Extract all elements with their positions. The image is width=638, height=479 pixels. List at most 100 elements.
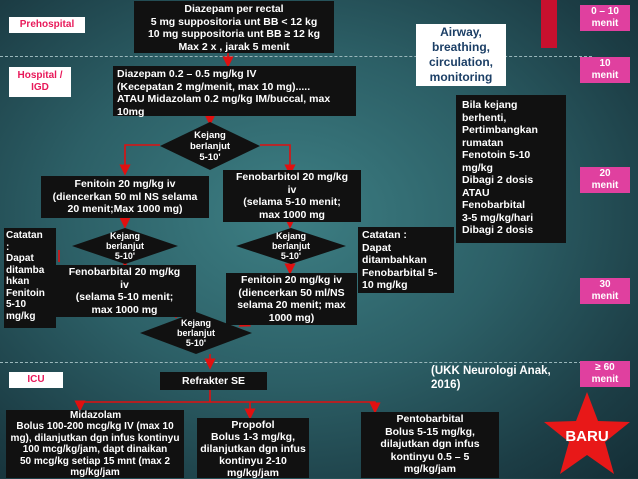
box-line: 5 mg suppositoria unt BB < 12 kg xyxy=(150,15,318,28)
box-line: kontinyu 0.5 – 5 xyxy=(390,450,470,463)
refrakter-se-box: Refrakter SE xyxy=(160,372,267,390)
box-line: ditamba xyxy=(6,264,45,276)
reference-line: 2016) xyxy=(431,379,461,391)
decision-line: 5-10' xyxy=(280,251,302,261)
box-line: Dibagi 2 dosis xyxy=(462,174,534,186)
box-line: Fenitoin 20 mg/kg iv xyxy=(74,178,176,190)
box-line: Pentobarbital xyxy=(396,413,464,425)
box-line: iv xyxy=(287,183,297,196)
maintenance-box: Bila kejang berhenti, Pertimbangkan ruma… xyxy=(456,95,566,243)
diazepam-rectal-box: Diazepam per rectal 5 mg suppositoria un… xyxy=(134,1,334,53)
box-line: hkan xyxy=(6,276,30,287)
decision-line: Kejang xyxy=(109,231,140,241)
box-line: 20 menit;Max 1000 mg) xyxy=(67,203,183,215)
decision-line: berlanjut xyxy=(271,241,310,251)
box-line: iv xyxy=(120,278,129,291)
box-line: (diencerkan 50 ml/NS xyxy=(238,286,345,299)
box-line: Midazolam xyxy=(70,410,122,421)
box-line: monitoring xyxy=(429,70,493,84)
box-line: circulation, xyxy=(428,55,493,69)
decision-kejang-4: Kejang berlanjut 5-10' xyxy=(140,312,252,354)
box-line: Fenobarbital 5- xyxy=(362,266,438,279)
box-line: Max 2 x , jarak 5 menit xyxy=(178,40,290,53)
box-line: breathing, xyxy=(431,40,490,54)
box-line: mg/kg/jam xyxy=(70,467,120,479)
decision-line: 5-10' xyxy=(114,251,136,261)
box-line: 5-10 xyxy=(6,299,27,310)
separator-line xyxy=(0,56,592,57)
baru-badge-text: BARU xyxy=(565,428,609,445)
label-hospital-line: Hospital / xyxy=(17,70,63,81)
baru-star-icon xyxy=(544,392,630,474)
time-value: ≥ 60 xyxy=(595,362,615,373)
decision-line: berlanjut xyxy=(105,241,144,251)
box-line: ATAU Midazolam 0.2 mg/kg IM/buccal, max xyxy=(117,93,331,105)
decision-kejang-3: Kejang berlanjut 5-10' xyxy=(236,228,346,264)
pentobarbital-box: Pentobarbital Bolus 5-15 mg/kg, dilajutk… xyxy=(361,412,499,478)
decision-line: 5-10' xyxy=(199,151,221,163)
box-line: 10mg xyxy=(117,105,145,118)
time-unit: menit xyxy=(591,18,619,29)
time-unit: menit xyxy=(591,180,619,191)
decision-line: Kejang xyxy=(275,231,306,241)
propofol-box: Propofol Bolus 1-3 mg/kg, dilanjutkan dg… xyxy=(197,418,309,479)
box-line: mg), dilanjutkan dgn infus kontinyu xyxy=(10,432,180,444)
box-line: Catatan : xyxy=(362,229,407,241)
decision-kejang-2: Kejang berlanjut 5-10' xyxy=(72,228,178,264)
box-line: Dibagi 2 dosis xyxy=(462,224,534,236)
box-line: Fenotoin 5-10 xyxy=(462,149,531,161)
box-line: 50 mcg/kg setiap 15 mnt (max 2 xyxy=(19,455,171,467)
airway-box: Airway, breathing, circulation, monitori… xyxy=(416,24,506,86)
time-unit: menit xyxy=(591,70,619,81)
label-hospital-igd: Hospital / IGD xyxy=(9,67,71,97)
box-line: Bolus 1-3 mg/kg, xyxy=(210,431,295,443)
time-value: 20 xyxy=(599,168,611,179)
box-line: Fenobarbitol 20 mg/kg xyxy=(235,171,348,183)
decision-kejang-1: Kejang berlanjut 5-10' xyxy=(160,122,260,170)
box-line: Fenitoin 20 mg/kg iv xyxy=(241,274,342,286)
box-line: (selama 5-10 menit; xyxy=(75,291,174,303)
time-value: 0 – 10 xyxy=(591,6,619,17)
box-line: mg/kg xyxy=(6,310,36,322)
box-line: Fenobarbital xyxy=(462,199,526,211)
fenitoin-left-box: Fenitoin 20 mg/kg iv (diencerkan 50 ml N… xyxy=(41,176,209,218)
label-icu: ICU xyxy=(9,372,63,388)
fenitoin-right-box: Fenitoin 20 mg/kg iv (diencerkan 50 ml/N… xyxy=(226,273,357,325)
time-unit: menit xyxy=(591,291,619,302)
box-line: 100 mcg/kg/jam, dapt dinaikan xyxy=(22,444,168,456)
midazolam-box: Midazolam Bolus 100-200 mcg/kg IV (max 1… xyxy=(6,410,184,478)
decision-line: 5-10' xyxy=(185,338,207,348)
box-line: rumatan xyxy=(462,136,504,149)
diazepam-iv-box: Diazepam 0.2 – 0.5 mg/kg IV (Kecepatan 2… xyxy=(113,66,356,118)
box-line: Catatan xyxy=(6,230,43,241)
box-line: ATAU xyxy=(462,186,490,199)
box-line: berhenti, xyxy=(462,111,507,124)
time-value: 30 xyxy=(599,279,611,290)
box-line: kontinyu 2-10 xyxy=(219,455,287,467)
box-line: Dapat xyxy=(362,241,392,254)
box-line: (selama 5-10 menit; xyxy=(243,196,341,208)
reference-citation: (UKK Neurologi Anak, 2016) xyxy=(431,364,571,392)
decision-line: Kejang xyxy=(194,129,226,141)
box-line: Dapat xyxy=(6,253,34,264)
separator-line xyxy=(0,362,592,363)
box-line: Bolus 5-15 mg/kg, xyxy=(385,425,475,438)
decision-line: Kejang xyxy=(180,318,211,328)
box-line: 1000 mg) xyxy=(268,311,315,324)
box-line: mg/kg/jam xyxy=(227,467,279,479)
box-line: Diazepam 0.2 – 0.5 mg/kg IV xyxy=(117,68,257,80)
label-hospital-line: IGD xyxy=(31,82,49,93)
catatan-right-box: Catatan : Dapat ditambahkan Fenobarbital… xyxy=(358,227,454,293)
box-line: Bila kejang xyxy=(462,99,518,111)
box-line: Diazepam per rectal xyxy=(184,3,284,15)
time-unit: menit xyxy=(591,374,619,385)
fenobarbital-right-box: Fenobarbitol 20 mg/kg iv (selama 5-10 me… xyxy=(223,170,361,222)
label-prehospital: Prehospital xyxy=(9,17,85,33)
box-line: 10 mg/kg xyxy=(362,279,408,291)
reference-line: (UKK Neurologi Anak, xyxy=(431,365,551,377)
box-line: mg/kg xyxy=(462,161,493,174)
